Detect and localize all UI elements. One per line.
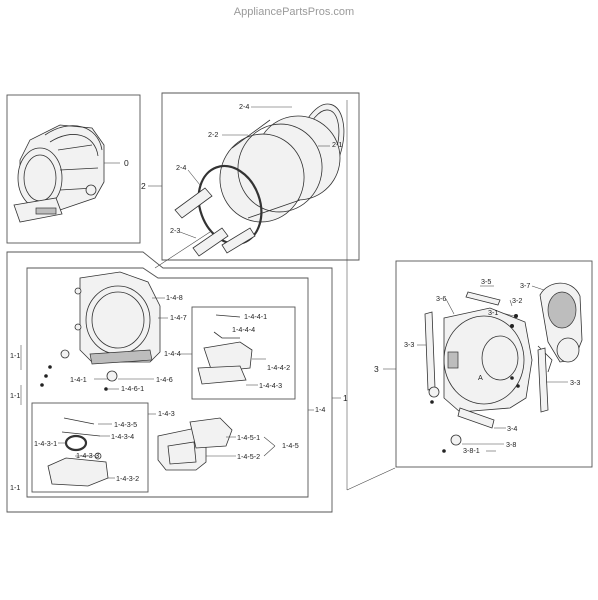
label-1-4-8: 1-4-8 <box>166 293 183 302</box>
label-1-4-7: 1-4-7 <box>170 313 187 322</box>
label-0: 0 <box>124 158 129 168</box>
section-3-frame <box>395 260 593 468</box>
exhaust-duct <box>457 407 495 429</box>
section-0-drum-assembly: 0 <box>6 94 141 244</box>
hose-tube <box>63 417 95 425</box>
label-2: 2 <box>141 181 146 191</box>
connector-rear <box>346 467 396 491</box>
section-1-4-3-frame <box>31 402 149 493</box>
screw-grommet <box>60 349 70 359</box>
filter-grille <box>197 365 247 385</box>
rear-rail-left <box>424 311 436 391</box>
label-2-1: 2-1 <box>332 140 342 149</box>
blower-housing <box>537 282 583 373</box>
label-1-4-3: 1-4-3 <box>158 409 175 418</box>
label-3-6: 3-6 <box>436 294 446 303</box>
label-1-1b: 1-1 <box>10 391 20 400</box>
label-1-4-6: 1-4-6 <box>156 375 173 384</box>
nozzle-cap <box>94 452 102 460</box>
drum-lifter-c <box>221 227 256 254</box>
drum-lifter-b <box>192 227 229 257</box>
label-3-8: 3-8 <box>506 440 516 449</box>
label-1-4-4-2: 1-4-4-2 <box>267 363 290 372</box>
label-3-3b: 3-3 <box>570 378 580 387</box>
label-1-4-6-1: 1-4-6-1 <box>121 384 144 393</box>
door-switch <box>106 370 118 382</box>
section-2-frame <box>161 92 360 261</box>
door-cover <box>189 417 233 449</box>
label-1-4-1: 1-4-1 <box>70 375 87 384</box>
label-1-4-4: 1-4-4 <box>164 349 181 358</box>
section-3-rear-frame: 3 A 3-6 3-5 3-2 3-1 3-7 <box>374 260 593 468</box>
section-1-outer-frame <box>6 251 333 513</box>
label-2-4a: 2-4 <box>239 102 249 111</box>
label-1-1a: 1-1 <box>10 351 20 360</box>
label-3: 3 <box>374 364 379 374</box>
label-1-4: 1-4 <box>315 405 325 414</box>
label-3-3a: 3-3 <box>404 340 414 349</box>
label-2-2: 2-2 <box>208 130 218 139</box>
front-frame-illustration <box>74 271 161 365</box>
drum-assembly-illustration <box>13 124 105 223</box>
drum-lifter-a <box>174 187 213 219</box>
label-2-4b: 2-4 <box>176 163 186 172</box>
label-1-4-4-4: 1-4-4-4 <box>232 325 255 334</box>
section-1-4-4-frame <box>191 306 296 400</box>
label-2-3: 2-3 <box>170 226 180 235</box>
seal-ring <box>64 434 88 452</box>
label-1-4-5-1: 1-4-5-1 <box>237 433 260 442</box>
section-1-front-frame: 1-4-8 1-4-7 1-1 1-1 1-4-4 1-4-4-1 1-4-4-… <box>6 251 348 513</box>
connector-drum-to-frame <box>154 231 211 269</box>
rear-bracket <box>465 291 501 306</box>
label-1-4-3-2: 1-4-3-2 <box>116 474 139 483</box>
drum-body <box>219 115 341 223</box>
label-1-4-5: 1-4-5 <box>282 441 299 450</box>
label-3-1: 3-1 <box>488 308 498 317</box>
label-3-5: 3-5 <box>481 277 491 286</box>
label-1-4-4-3: 1-4-4-3 <box>259 381 282 390</box>
label-1-4-3-5: 1-4-3-5 <box>114 420 137 429</box>
label-3-8-1: 3-8-1 <box>463 446 480 455</box>
label-1-4-3-4: 1-4-3-4 <box>111 432 134 441</box>
hose-rod <box>61 431 101 437</box>
label-1-4-5-2: 1-4-5-2 <box>237 452 260 461</box>
rear-rail-right <box>537 347 549 413</box>
rear-panel-illustration: A <box>443 307 533 413</box>
label-1-1c: 1-1 <box>10 483 20 492</box>
label-3-4: 3-4 <box>507 424 517 433</box>
duct-assembly <box>47 457 109 487</box>
sensor-wire <box>215 314 241 318</box>
harness-clip <box>213 331 240 339</box>
section-1-4-frame <box>26 267 309 498</box>
label-3-7: 3-7 <box>520 281 530 290</box>
label-3-2: 3-2 <box>512 296 522 305</box>
section-2-drum-shell: 2 2-4 2-2 2-1 2-4 2-3 <box>141 92 360 261</box>
rear-bearing <box>428 386 440 398</box>
drum-roller <box>450 434 462 446</box>
watermark: AppliancePartsPros.com <box>234 6 354 18</box>
label-1-4-4-1: 1-4-4-1 <box>244 312 267 321</box>
label-1-4-3-3: 1-4-3-3 <box>76 451 99 460</box>
label-1-4-3-1: 1-4-3-1 <box>34 439 57 448</box>
section-0-frame <box>6 94 141 244</box>
label-1: 1 <box>343 393 348 403</box>
svg-text:A: A <box>478 373 483 382</box>
